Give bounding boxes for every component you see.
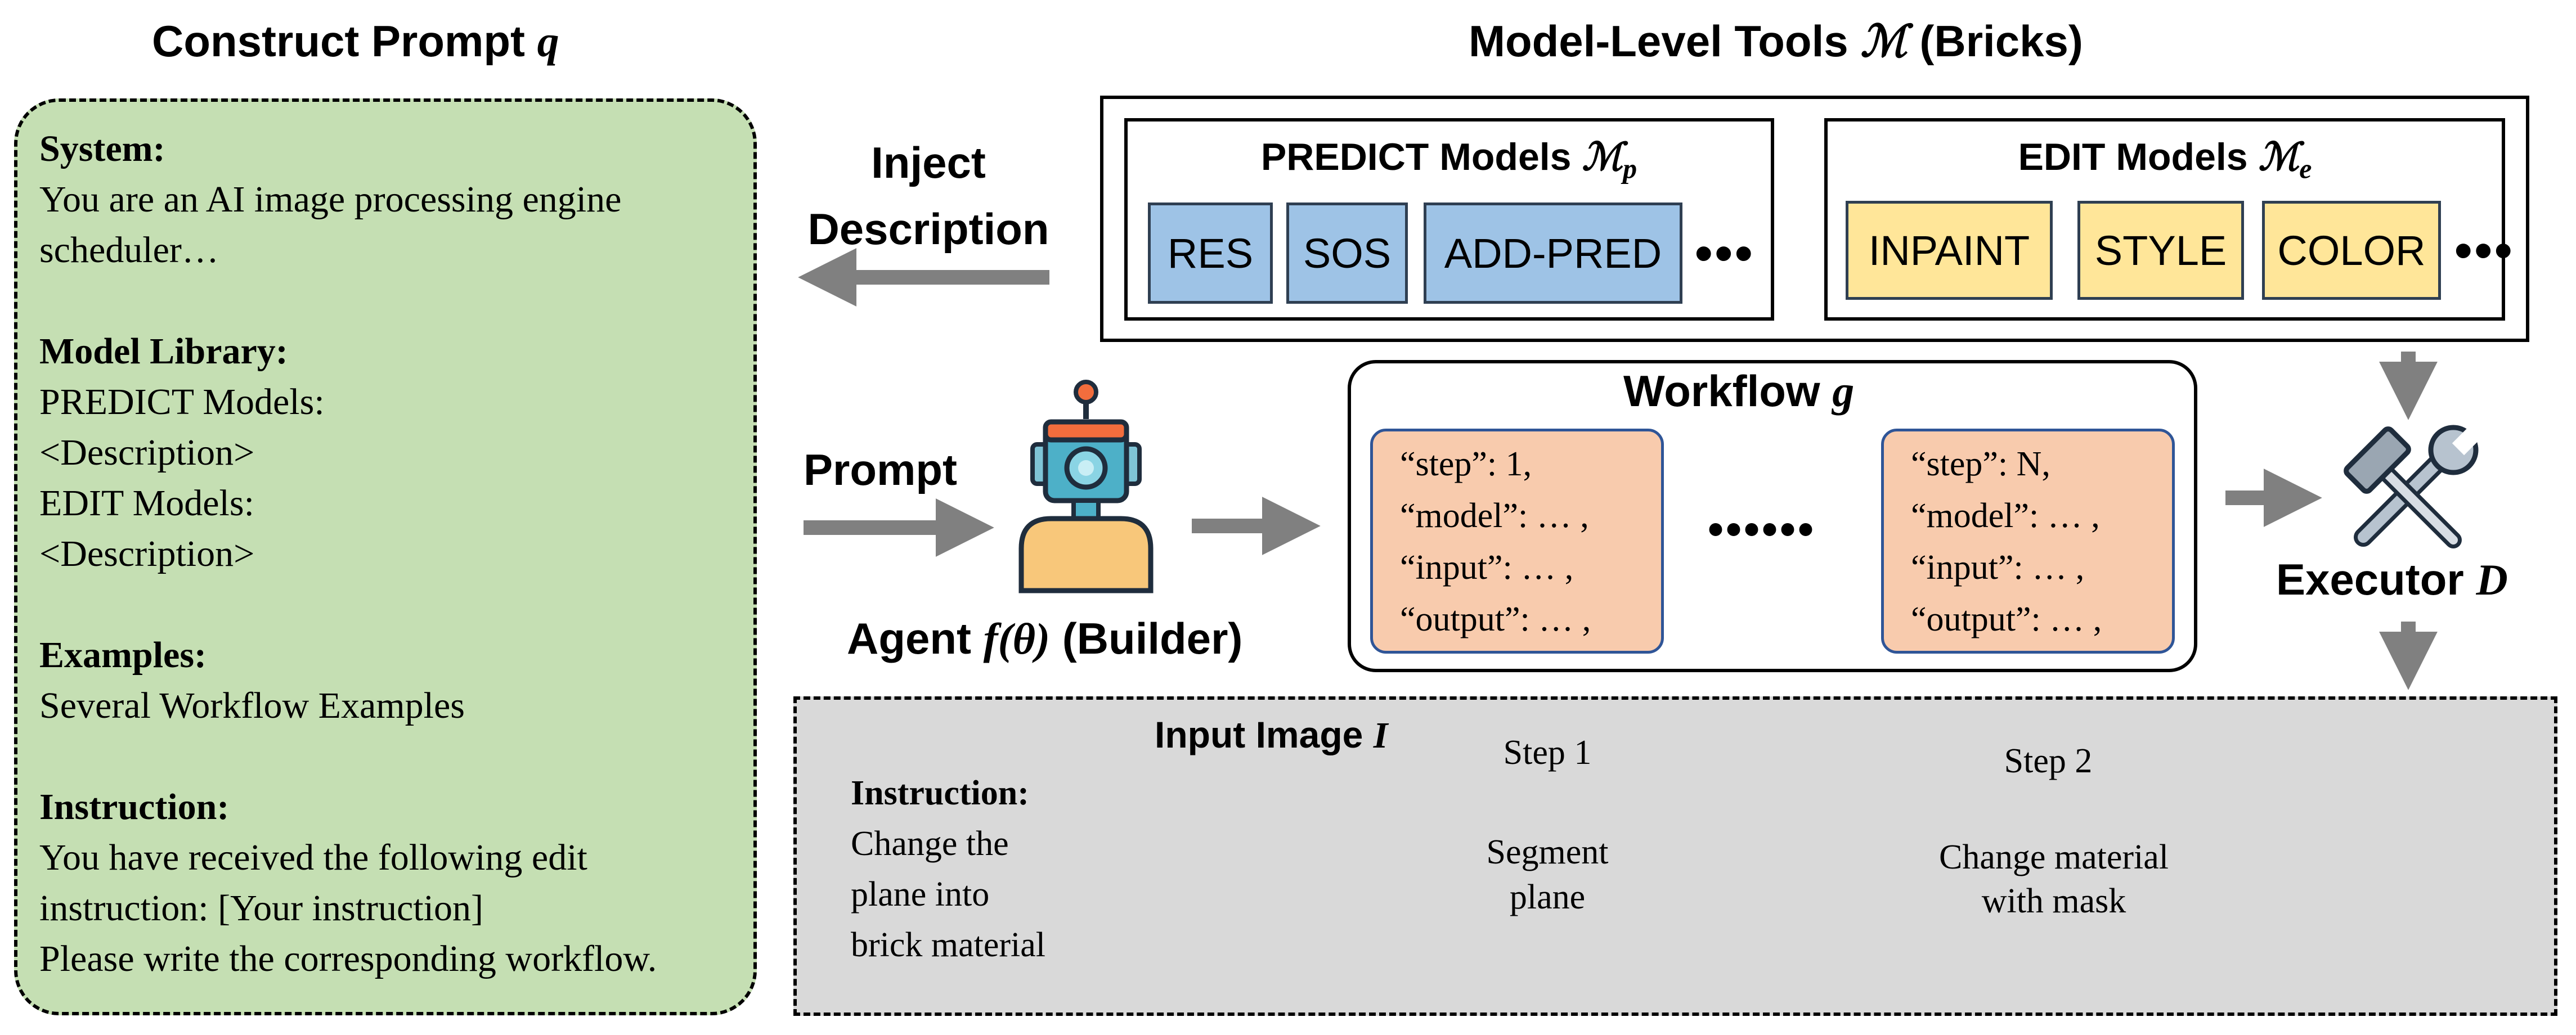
step2-description: Change material with mask	[1924, 835, 2183, 923]
example-instruction: Instruction: Change the plane into brick…	[851, 768, 1045, 970]
library-line: PREDICT Models:	[39, 381, 325, 422]
library-label: Model Library:	[39, 331, 288, 372]
predict-models-title: PREDICT Models ℳp	[1125, 135, 1772, 185]
system-label: System:	[39, 128, 165, 169]
tools-section-title: Model-Level Tools ℳ (Bricks)	[1469, 16, 2083, 67]
executor-symbol: D	[2476, 555, 2508, 604]
tools-title-symbol: ℳ	[1860, 17, 1908, 66]
workflow-title-text: Workflow	[1623, 366, 1820, 416]
edit-subscript: e	[2299, 152, 2312, 184]
workflow-step-card-last: “step”: N, “model”: … , “input”: … , “ou…	[1881, 429, 2175, 654]
input-title-text: Input Image	[1155, 714, 1363, 755]
model-chip-inpaint: INPAINT	[1846, 201, 2053, 300]
step-line: “model”: … ,	[1400, 497, 1589, 535]
step-line: “input”: … ,	[1400, 548, 1574, 587]
workflow-box	[1348, 360, 2197, 672]
step-line: “step”: N,	[1911, 445, 2050, 483]
edit-models-box	[1824, 118, 2505, 321]
workflow-title: Workflow g	[1623, 366, 1854, 417]
prompt-panel	[14, 98, 757, 1015]
tools-title-suffix: (Bricks)	[1919, 16, 2083, 66]
step-line: “output”: … ,	[1400, 600, 1591, 638]
predict-symbol: ℳ	[1582, 136, 1623, 178]
executor-label-text: Executor	[2276, 555, 2464, 604]
system-line: scheduler…	[39, 230, 219, 271]
examples-label: Examples:	[39, 634, 207, 676]
agent-label: Agent f(θ) (Builder)	[847, 613, 1242, 664]
step2-desc-line: with mask	[1981, 882, 2126, 920]
example-instruction-line: plane into	[851, 875, 990, 914]
inject-description-label: Inject Description	[793, 129, 1063, 262]
example-instruction-line: Change the	[851, 825, 1009, 863]
predict-models-box	[1124, 118, 1774, 321]
robot-agent-icon	[1018, 380, 1154, 593]
predict-more-dots: •••	[1695, 226, 1755, 282]
predict-title-text: PREDICT Models	[1260, 136, 1572, 178]
predict-subscript: p	[1623, 152, 1637, 184]
system-line: You are an AI image processing engine	[39, 179, 622, 220]
examples-text: Several Workflow Examples	[39, 685, 465, 726]
step-line: “input”: … ,	[1911, 548, 2085, 587]
step2-desc-line: Change material	[1939, 838, 2169, 876]
workflow-step-card-first: “step”: 1, “model”: … , “input”: … , “ou…	[1370, 429, 1664, 654]
agent-function: f(θ)	[983, 614, 1051, 663]
agent-suffix: (Builder)	[1062, 614, 1243, 663]
example-panel	[793, 696, 2557, 1016]
inject-line2: Description	[807, 204, 1049, 254]
prompt-title-symbol: q	[537, 17, 559, 66]
model-chip-res: RES	[1148, 202, 1273, 304]
model-chip-style: STYLE	[2077, 201, 2244, 300]
step-line: “step”: 1,	[1400, 445, 1532, 483]
edit-title-text: EDIT Models	[2018, 136, 2248, 178]
edit-more-dots: •••	[2454, 223, 2515, 279]
instruction-label: Instruction:	[39, 786, 230, 827]
model-chip-add-pred: ADD-PRED	[1424, 202, 1682, 304]
library-line: <Description>	[39, 432, 255, 473]
input-title-symbol: I	[1373, 715, 1388, 756]
library-line: EDIT Models:	[39, 483, 254, 524]
example-instruction-line: brick material	[851, 926, 1045, 964]
prompt-text: System: You are an AI image processing e…	[39, 124, 748, 984]
executor-label: Executor D	[2276, 554, 2508, 605]
library-line: <Description>	[39, 533, 255, 574]
tools-container	[1100, 96, 2529, 342]
step1-desc-line: plane	[1509, 878, 1586, 916]
inject-line1: Inject	[871, 138, 986, 187]
step-line: “model”: … ,	[1911, 497, 2100, 535]
step1-desc-line: Segment	[1486, 833, 1609, 871]
workflow-middle-dots: ••••••	[1708, 504, 1816, 554]
prompt-title-text: Construct Prompt	[152, 16, 525, 66]
prompt-arrow-label: Prompt	[804, 445, 957, 494]
tools-executor-icon	[2344, 424, 2484, 548]
model-chip-sos: SOS	[1286, 202, 1408, 304]
step1-label: Step 1	[1503, 734, 1592, 772]
workflow-title-symbol: g	[1832, 367, 1855, 416]
step-line: “output”: … ,	[1911, 600, 2102, 638]
tools-title-text: Model-Level Tools	[1469, 16, 1848, 66]
step1-description: Segment plane	[1452, 830, 1643, 920]
instruction-line: You have received the following edit	[39, 837, 587, 878]
step2-label: Step 2	[2004, 742, 2093, 780]
edit-symbol: ℳ	[2258, 136, 2300, 178]
example-instruction-label: Instruction:	[851, 774, 1029, 812]
instruction-line: Please write the corresponding workflow.	[39, 938, 657, 979]
instruction-line: instruction: [Your instruction]	[39, 888, 483, 929]
agent-label-text: Agent	[847, 614, 971, 663]
input-image-title: Input Image I	[1155, 713, 1388, 757]
prompt-section-title: Construct Prompt q	[152, 16, 559, 67]
edit-models-title: EDIT Models ℳe	[1826, 135, 2504, 185]
model-chip-color: COLOR	[2262, 201, 2441, 300]
